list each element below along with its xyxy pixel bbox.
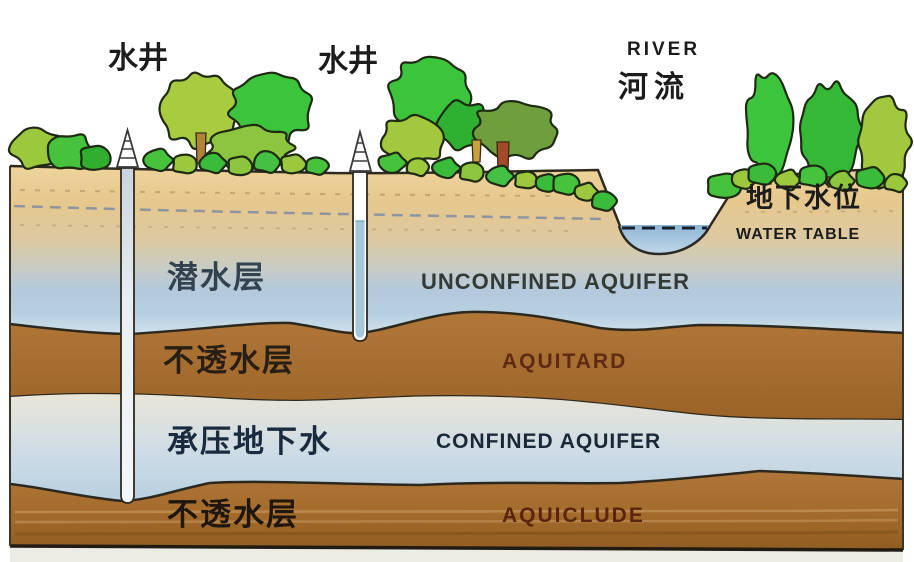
river-label-en: RIVER bbox=[627, 39, 701, 60]
bush bbox=[430, 156, 462, 180]
well-1-derrick-icon bbox=[115, 126, 140, 168]
bush bbox=[514, 170, 539, 190]
bush bbox=[855, 166, 886, 190]
water-table-dashed-line bbox=[13, 204, 605, 221]
unconfined-aquifer-layer bbox=[10, 166, 903, 334]
layer-aquitard-label-en: AQUITARD bbox=[502, 350, 628, 373]
aquiclude-streak bbox=[14, 530, 899, 537]
layer-confined-label-zh: 承压地下水 bbox=[167, 424, 332, 460]
well-2-water-column bbox=[355, 221, 365, 338]
well-2 bbox=[348, 128, 373, 342]
well-2-derrick-icon bbox=[348, 128, 373, 172]
bush bbox=[280, 153, 308, 175]
bush bbox=[304, 156, 330, 176]
well-2-label: 水井 bbox=[318, 44, 378, 79]
aquitard-layer bbox=[10, 311, 903, 420]
tree-trunk bbox=[471, 139, 482, 163]
bush bbox=[458, 161, 485, 183]
tree-canopy bbox=[471, 100, 559, 160]
bush bbox=[198, 151, 228, 175]
vegetation bbox=[7, 55, 913, 212]
bush bbox=[484, 164, 515, 188]
layer-aquiclude-label-en: AQUICLUDE bbox=[502, 504, 645, 527]
well-1-label: 水井 bbox=[108, 41, 168, 76]
layer-confined-label-en: CONFINED AQUIFER bbox=[436, 430, 662, 453]
bush bbox=[590, 190, 619, 212]
bush bbox=[827, 169, 856, 193]
layer-unconfined-label-zh: 潜水层 bbox=[167, 260, 266, 296]
water-table-label-en: WATER TABLE bbox=[736, 226, 861, 243]
layer-aquitard-label-zh: 不透水层 bbox=[163, 343, 295, 379]
bush bbox=[747, 162, 778, 186]
aquiclude-layer bbox=[10, 471, 903, 549]
soil-texture-row bbox=[19, 224, 581, 232]
river-valley bbox=[598, 169, 737, 226]
bush bbox=[773, 168, 803, 192]
tree-canopy bbox=[744, 72, 795, 183]
bush bbox=[405, 157, 431, 178]
bush bbox=[79, 144, 112, 171]
bush bbox=[883, 172, 909, 194]
bush bbox=[252, 150, 282, 174]
bush bbox=[227, 155, 254, 177]
well-1-casing bbox=[120, 167, 135, 504]
well-1 bbox=[115, 126, 140, 504]
river-basin-outline bbox=[617, 225, 712, 256]
bush bbox=[377, 151, 408, 175]
river-label-zh: 河流 bbox=[618, 70, 690, 105]
bush bbox=[172, 153, 198, 175]
layer-aquiclude-label-zh: 不透水层 bbox=[167, 497, 299, 533]
soil-texture-row bbox=[19, 189, 561, 197]
layer-unconfined-label-en: UNCONFINED AQUIFER bbox=[421, 269, 690, 294]
aquitard-top-edge bbox=[9, 310, 904, 336]
diagram-base-line bbox=[9, 544, 904, 552]
confined-aquifer-layer bbox=[10, 394, 903, 501]
bush bbox=[142, 147, 175, 173]
water-table-label-zh: 地下水位 bbox=[746, 183, 862, 214]
bush bbox=[798, 164, 828, 188]
soil-texture-row bbox=[744, 210, 899, 213]
